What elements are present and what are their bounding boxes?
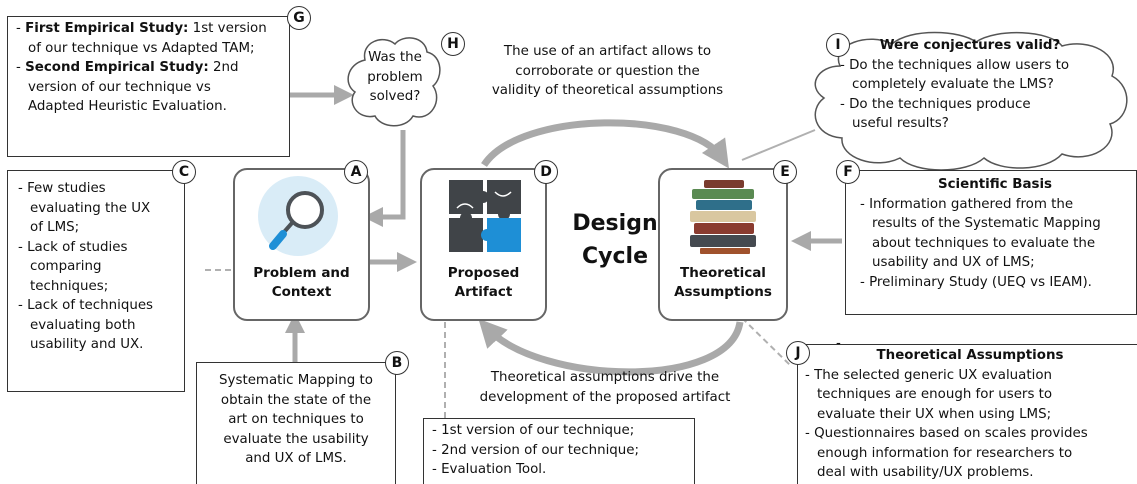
arrow-h-to-a [363,130,406,227]
c-line-5: comparing [30,259,102,274]
arrow-top-arc [481,119,730,169]
design-cycle-line-1: Design [572,211,658,236]
i-line-1: - Do the techniques allow users to [840,57,1070,73]
top-caption-line-1: The use of an artifact allows to [503,44,712,59]
badge-h: H [441,32,465,56]
j-line-3: evaluate their UX when using LMS; [817,406,1052,422]
top-caption-line-2: corroborate or question the [515,63,700,79]
block-e-label-1: Theoretical [680,265,766,281]
b-line-1: Systematic Mapping to [219,373,373,388]
top-caption-line-3: validity of theoretical assumptions [491,83,724,98]
line-e-to-i [741,129,816,161]
d-line-1: - 1st version of our technique; [432,423,635,438]
badge-g: G [287,6,311,30]
c-box: - Few studies evaluating the UX of LMS; … [7,170,185,392]
g-item-1-bold: First Empirical Study: [25,21,189,36]
c-line-6: techniques; [30,278,109,294]
block-d-label-2: Artifact [454,284,513,300]
block-a-label: Problem and Context [233,264,370,302]
c-line-9: usability and UX. [30,337,144,352]
badge-c: C [172,160,196,184]
i-cloud-text: Were conjectures valid? - Do the techniq… [840,36,1120,134]
block-a-label-2: Context [271,284,332,300]
g-item-2-cont-2: Adapted Heuristic Evaluation. [28,99,227,114]
dash-e-to-j [741,317,791,366]
badge-e: E [773,160,797,184]
c-line-2: evaluating the UX [30,200,151,216]
design-cycle-title: Design Cycle [560,207,670,273]
f-title: Scientific Basis [937,177,1053,192]
i-cloud-shape [814,31,1128,171]
h-cloud-text: Was the problem solved? [353,48,437,107]
b-line-5: and UX of LMS. [245,451,347,466]
b-line-3: art on techniques to [228,412,364,427]
block-d-label: Proposed Artifact [420,264,547,302]
badge-d: D [534,160,558,184]
f-line-3: about techniques to evaluate the [872,235,1096,251]
block-d-label-1: Proposed [447,265,520,281]
b-line-4: evaluate the usability [223,431,369,447]
c-line-7: - Lack of techniques [18,298,154,313]
j-line-1: - The selected generic UX evaluation [805,367,1053,383]
g-item-1: - First Empirical Study: 1st version [16,21,267,36]
f-box: Scientific Basis - Information gathered … [845,170,1137,315]
j-box-text: Theoretical Assumptions - The selected g… [805,346,1135,483]
i-line-3: - Do the techniques produce [840,96,1031,112]
bottom-caption-line-2: development of the proposed artifact [479,389,731,405]
h-line-2: problem [367,69,423,85]
f-line-4: usability and UX of LMS; [872,255,1035,270]
badge-j: J [786,341,810,365]
bottom-caption: Theoretical assumptions drive the develo… [455,368,755,407]
badge-i: I [826,33,850,57]
i-line-2: completely evaluate the LMS? [852,77,1054,92]
c-line-1: - Few studies [18,181,106,196]
i-title: Were conjectures valid? [879,38,1061,53]
books-icon [690,180,756,254]
magnifier-icon [258,176,338,256]
g-item-2-cont-1: version of our technique vs [28,79,211,95]
j-stray-mark: - [836,336,841,351]
top-caption: The use of an artifact allows to corrobo… [470,42,745,101]
g-item-2-bold: Second Empirical Study: [25,60,209,75]
j-line-2: techniques are enough for users to [817,387,1053,402]
g-item-1-rest: 1st version [188,21,267,36]
g-item-2-rest: 2nd [208,60,239,75]
j-line-5: enough information for researchers to [817,445,1073,461]
j-box [797,344,1137,484]
arrow-bottom-arc [478,318,744,376]
j-title: Theoretical Assumptions [876,348,1064,363]
d-line-2: - 2nd version of our technique; [432,442,640,458]
design-cycle-line-2: Cycle [582,244,648,269]
i-line-4: useful results? [852,116,949,131]
block-a-label-1: Problem and [253,265,350,281]
block-e-label-2: Assumptions [674,284,772,300]
h-line-3: solved? [369,89,421,104]
badge-a: A [344,160,368,184]
f-line-5: - Preliminary Study (UEQ vs IEAM). [860,274,1092,290]
f-line-1: - Information gathered from the [860,196,1074,212]
j-line-6: deal with usability/UX problems. [817,465,1034,480]
c-line-4: - Lack of studies [18,239,128,255]
d-line-3: - Evaluation Tool. [432,462,547,477]
b-box: Systematic Mapping to obtain the state o… [196,362,396,484]
bottom-caption-line-1: Theoretical assumptions drive the [490,370,720,385]
h-cloud-shape [347,37,441,127]
j-line-4: - Questionnaires based on scales provide… [805,426,1088,441]
h-line-1: Was the [368,50,422,65]
b-line-2: obtain the state of the [220,392,372,408]
badge-f: F [836,160,860,184]
block-e-label: Theoretical Assumptions [658,264,788,302]
f-line-2: results of the Systematic Mapping [872,216,1101,231]
c-line-8: evaluating both [30,317,136,333]
d-box: - 1st version of our technique; - 2nd ve… [423,418,695,484]
c-line-3: of LMS; [30,220,80,235]
puzzle-icon [449,180,521,252]
g-item-1-cont: of our technique vs Adapted TAM; [28,40,255,56]
badge-b: B [385,351,409,375]
g-item-2: - Second Empirical Study: 2nd [16,60,239,75]
g-box: - First Empirical Study: 1st version of … [7,16,290,157]
